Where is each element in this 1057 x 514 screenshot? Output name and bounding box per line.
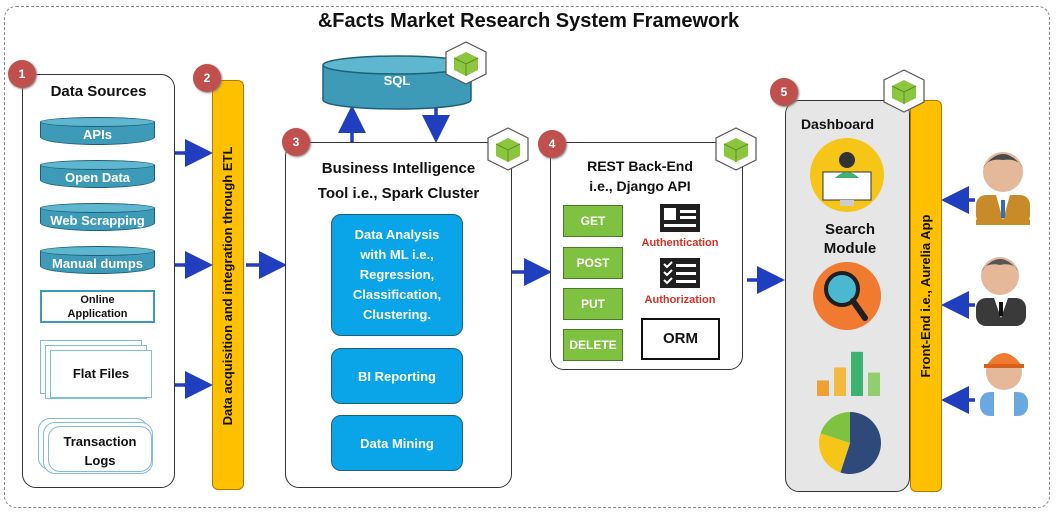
data-sources-heading: Data Sources [50,83,147,100]
dashboard-heading: Dashboard [800,116,875,132]
sql-label: SQL [383,73,411,88]
step-badge-3: 3 [282,128,310,156]
frontend-bar [910,100,942,492]
bi-data-analysis: Data Analysis with ML i.e., Regression, … [331,214,463,336]
bi-heading-line2: Tool i.e., Spark Cluster [317,185,480,202]
source-flat-files: Flat Files [50,350,152,398]
rest-heading-line1: REST Back-End [587,158,693,174]
dashboard-panel [785,100,910,492]
diagram-title: &Facts Market Research System Framework [317,10,740,32]
authorization-label: Authorization [644,294,716,306]
method-get: GET [563,205,623,237]
method-post: POST [563,247,623,279]
frontend-label: Front-End i.e., Aurelia App [918,214,933,378]
etl-label: Data acquisition and integration through… [220,146,235,426]
bi-data-mining: Data Mining [331,415,463,471]
bi-heading-line1: Business Intelligence [321,160,476,177]
source-apis: APIs [40,117,155,145]
search-module-label: Search Module [823,221,877,257]
source-transaction-logs: Transaction Logs [48,426,152,472]
source-open-data: Open Data [40,160,155,188]
diagram-frame [4,6,1050,508]
orm-box: ORM [641,318,720,360]
step-badge-2: 2 [193,64,221,92]
step-badge-4: 4 [538,130,566,158]
sql-database: SQL [322,55,472,110]
step-badge-1: 1 [8,60,36,88]
source-online-application: Online Application [40,290,155,323]
method-delete: DELETE [563,329,623,361]
bi-reporting: BI Reporting [331,348,463,404]
method-put: PUT [563,288,623,320]
step-badge-5: 5 [770,78,798,106]
source-web-scrapping: Web Scrapping [40,203,155,231]
etl-bar [212,80,244,490]
rest-heading-line2: i.e., Django API [589,178,691,194]
source-manual-dumps: Manual dumps [40,246,155,274]
authentication-label: Authentication [641,237,719,249]
